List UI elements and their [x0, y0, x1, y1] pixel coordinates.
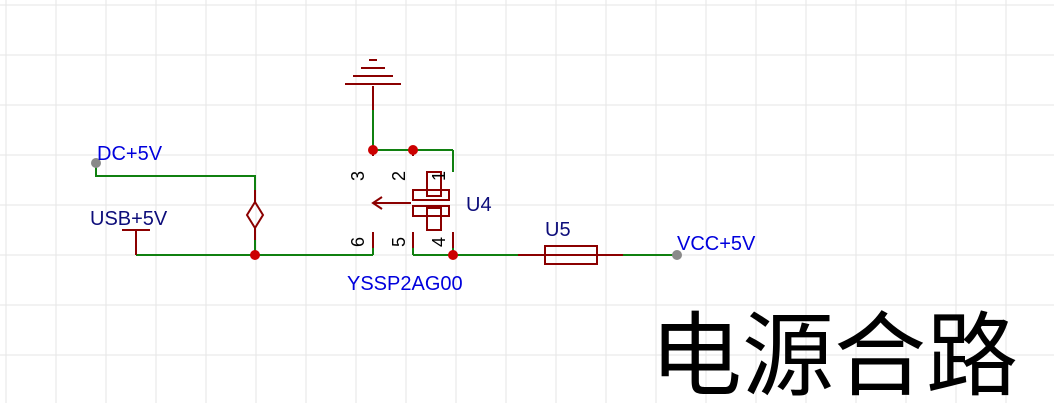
net-port-vcc[interactable] [672, 250, 682, 260]
fuse-symbol[interactable] [518, 245, 623, 265]
net-label-usb[interactable]: USB+5V [90, 208, 168, 230]
pin-number-6: 6 [348, 237, 368, 247]
net-label-dc[interactable]: DC+5V [97, 143, 163, 165]
wire-dc-net[interactable] [95, 163, 256, 200]
junctions [250, 145, 458, 260]
fuse-reference[interactable]: U5 [545, 219, 571, 241]
wires [95, 86, 677, 256]
page-title: 电源合路 [650, 306, 1018, 403]
ground-symbol[interactable] [345, 59, 401, 110]
pin-number-5: 5 [389, 237, 409, 247]
pin-number-3: 3 [348, 171, 368, 181]
junction-dot [408, 145, 418, 155]
pin-number-1: 1 [429, 171, 449, 181]
junction-dot [368, 145, 378, 155]
pin-number-2: 2 [389, 171, 409, 181]
junction-dot [250, 250, 260, 260]
usb-power-port-symbol[interactable] [122, 229, 150, 255]
switch-part-number[interactable]: YSSP2AG00 [347, 273, 463, 295]
switch-reference[interactable]: U4 [466, 194, 492, 216]
net-ports [91, 158, 682, 260]
junction-dot [448, 250, 458, 260]
diode-symbol[interactable] [245, 190, 265, 240]
net-port-dc[interactable] [91, 158, 101, 168]
net-label-vcc[interactable]: VCC+5V [677, 233, 756, 255]
switch-body-symbol[interactable] [371, 150, 454, 248]
pin-number-4: 4 [429, 237, 449, 247]
